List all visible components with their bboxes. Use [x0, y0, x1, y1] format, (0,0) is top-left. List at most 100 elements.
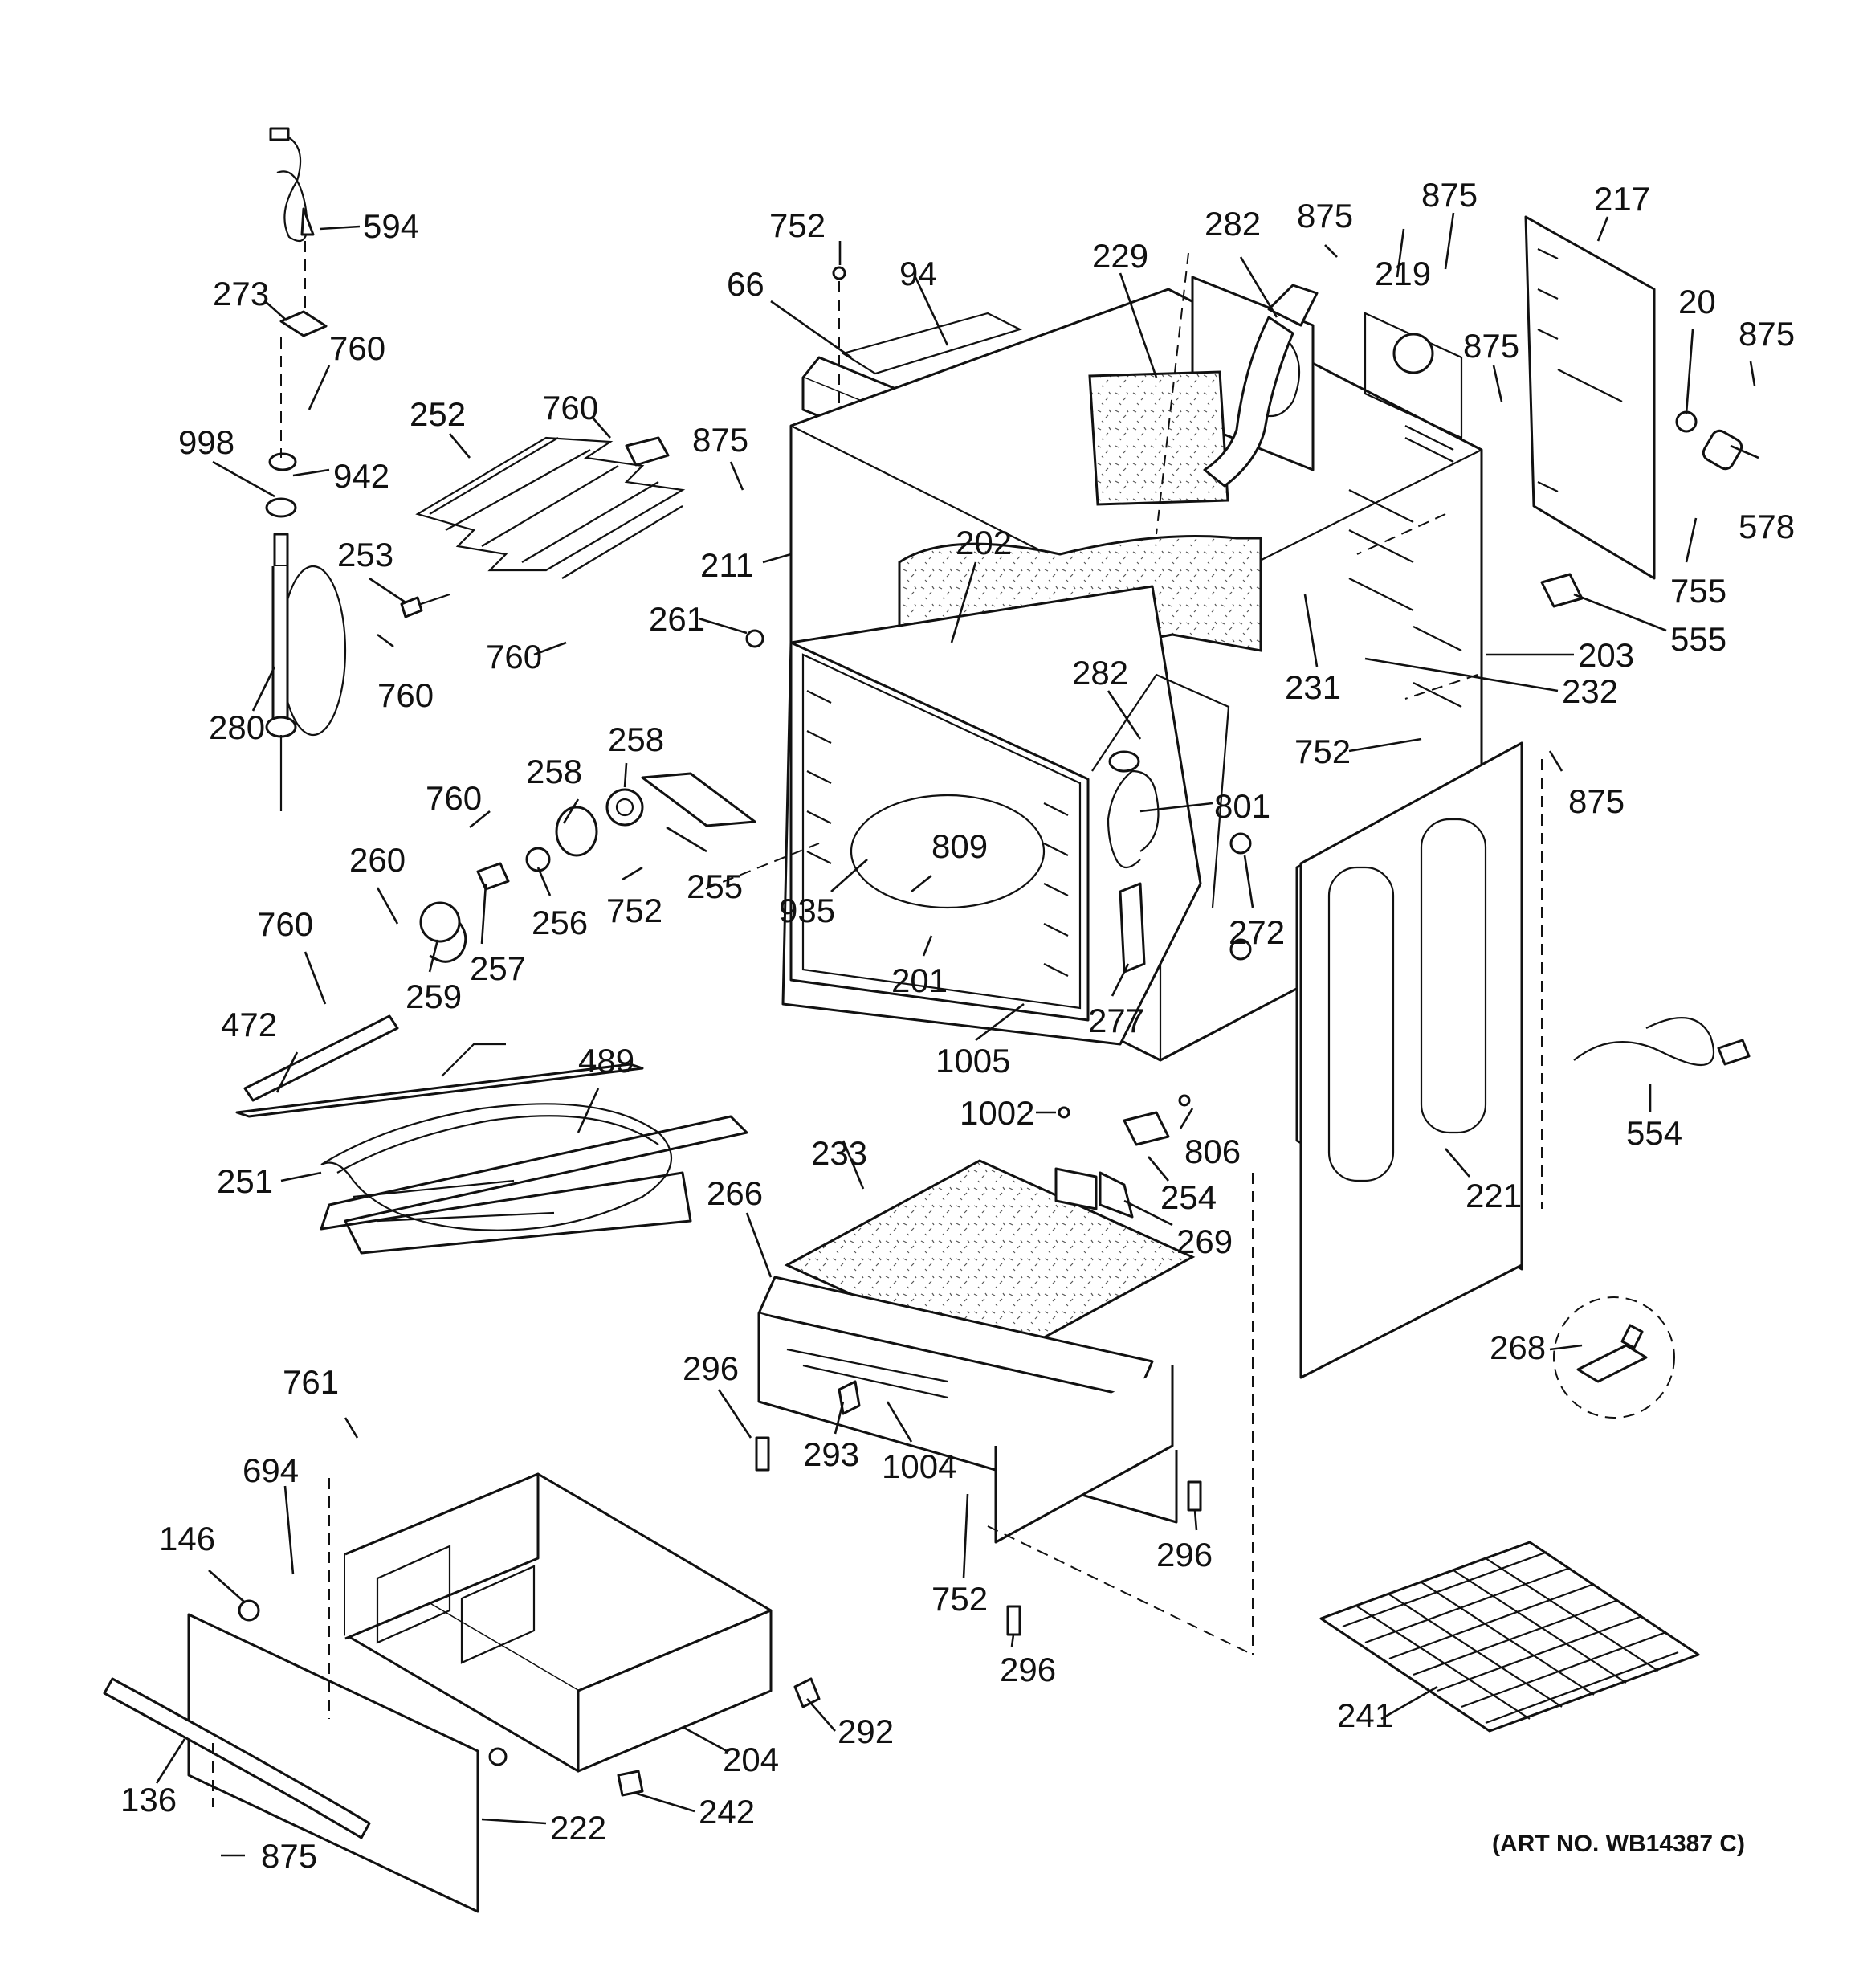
storage-drawer-204 — [344, 1472, 773, 1773]
bottom-support-266 — [755, 1159, 1202, 1636]
label-942: 942 — [333, 457, 389, 495]
label-694: 694 — [243, 1451, 299, 1489]
label-875: 875 — [1739, 315, 1795, 353]
label-1002: 1002 — [960, 1094, 1034, 1132]
label-259: 259 — [406, 978, 462, 1015]
label-258: 258 — [526, 753, 582, 790]
label-296: 296 — [683, 1349, 739, 1387]
label-282: 282 — [1205, 205, 1261, 243]
leader-lines — [155, 212, 1759, 1857]
label-66: 66 — [727, 265, 764, 303]
label-296: 296 — [1156, 1536, 1213, 1574]
label-266: 266 — [707, 1174, 763, 1212]
label-136: 136 — [120, 1781, 177, 1819]
side-panel-221 — [1295, 741, 1523, 1379]
label-203: 203 — [1578, 636, 1634, 674]
label-273: 273 — [213, 275, 269, 312]
label-875: 875 — [692, 421, 748, 459]
label-269: 269 — [1176, 1223, 1233, 1260]
label-255: 255 — [687, 867, 743, 905]
label-211: 211 — [700, 546, 754, 584]
label-935: 935 — [779, 892, 835, 929]
drawer-glides — [238, 1599, 821, 1797]
label-232: 232 — [1562, 672, 1618, 710]
detail-268 — [1553, 1296, 1675, 1419]
label-233: 233 — [811, 1134, 867, 1172]
label-760: 760 — [426, 779, 482, 817]
label-760: 760 — [257, 905, 313, 943]
label-806: 806 — [1184, 1133, 1241, 1170]
label-752: 752 — [769, 206, 826, 244]
label-231: 231 — [1285, 668, 1341, 706]
art-number: (ART NO. WB14387 C) — [1492, 1831, 1745, 1857]
label-242: 242 — [699, 1793, 755, 1831]
label-752: 752 — [932, 1580, 988, 1618]
label-489: 489 — [578, 1042, 634, 1080]
label-760: 760 — [542, 389, 598, 427]
igniter-bracket-269 — [1054, 1094, 1191, 1219]
label-760: 760 — [486, 638, 542, 676]
label-875: 875 — [1463, 327, 1519, 365]
label-755: 755 — [1670, 572, 1726, 610]
insulation-pad-229 — [1088, 370, 1229, 506]
part-labels: 594 273 760 998 942 280 252 760 253 760 … — [120, 176, 1795, 1875]
drawer-handle-136 — [103, 1677, 371, 1839]
label-998: 998 — [178, 423, 234, 461]
label-875: 875 — [1568, 782, 1625, 820]
label-221: 221 — [1466, 1177, 1522, 1214]
label-1004: 1004 — [882, 1447, 956, 1485]
label-256: 256 — [532, 904, 588, 941]
label-219: 219 — [1375, 255, 1431, 292]
label-261: 261 — [649, 600, 705, 638]
label-94: 94 — [899, 255, 937, 292]
duct-282 — [1203, 316, 1294, 488]
label-1005: 1005 — [936, 1042, 1010, 1080]
label-760: 760 — [329, 329, 385, 367]
label-268: 268 — [1490, 1329, 1546, 1366]
label-554: 554 — [1626, 1114, 1682, 1152]
label-594: 594 — [363, 207, 419, 245]
label-202: 202 — [956, 524, 1012, 561]
label-241: 241 — [1337, 1696, 1393, 1734]
label-277: 277 — [1088, 1002, 1144, 1039]
label-293: 293 — [803, 1435, 859, 1473]
label-875: 875 — [261, 1837, 317, 1875]
label-253: 253 — [337, 536, 393, 574]
label-257: 257 — [470, 949, 526, 987]
rear-panel-217 — [1524, 215, 1743, 608]
label-251: 251 — [217, 1162, 273, 1200]
label-875: 875 — [1421, 176, 1478, 214]
label-258: 258 — [608, 720, 664, 758]
label-254: 254 — [1160, 1178, 1217, 1216]
label-222: 222 — [550, 1809, 606, 1847]
label-760: 760 — [377, 676, 434, 714]
power-cord-554 — [1573, 1017, 1751, 1067]
bake-element-251 — [235, 1014, 748, 1255]
assembly-lines — [212, 252, 1543, 1807]
label-296: 296 — [1000, 1651, 1056, 1688]
label-217: 217 — [1594, 180, 1650, 218]
door-hinges — [1107, 750, 1252, 974]
label-752: 752 — [1294, 733, 1351, 770]
label-272: 272 — [1229, 913, 1285, 951]
broil-element-252 — [400, 436, 686, 618]
oven-sensor-group — [265, 127, 347, 811]
label-280: 280 — [209, 708, 265, 746]
label-146: 146 — [159, 1520, 215, 1557]
label-20: 20 — [1678, 283, 1716, 320]
label-282: 282 — [1072, 654, 1128, 692]
oven-liner-201 — [781, 585, 1230, 1046]
label-875: 875 — [1297, 197, 1353, 235]
label-578: 578 — [1739, 508, 1795, 545]
label-229: 229 — [1092, 237, 1148, 275]
label-252: 252 — [410, 395, 466, 433]
label-201: 201 — [891, 961, 948, 999]
label-761: 761 — [283, 1363, 339, 1401]
label-292: 292 — [838, 1712, 894, 1750]
label-204: 204 — [723, 1741, 779, 1778]
label-809: 809 — [932, 827, 988, 865]
label-801: 801 — [1214, 787, 1270, 825]
label-260: 260 — [349, 841, 406, 879]
label-472: 472 — [221, 1006, 277, 1043]
